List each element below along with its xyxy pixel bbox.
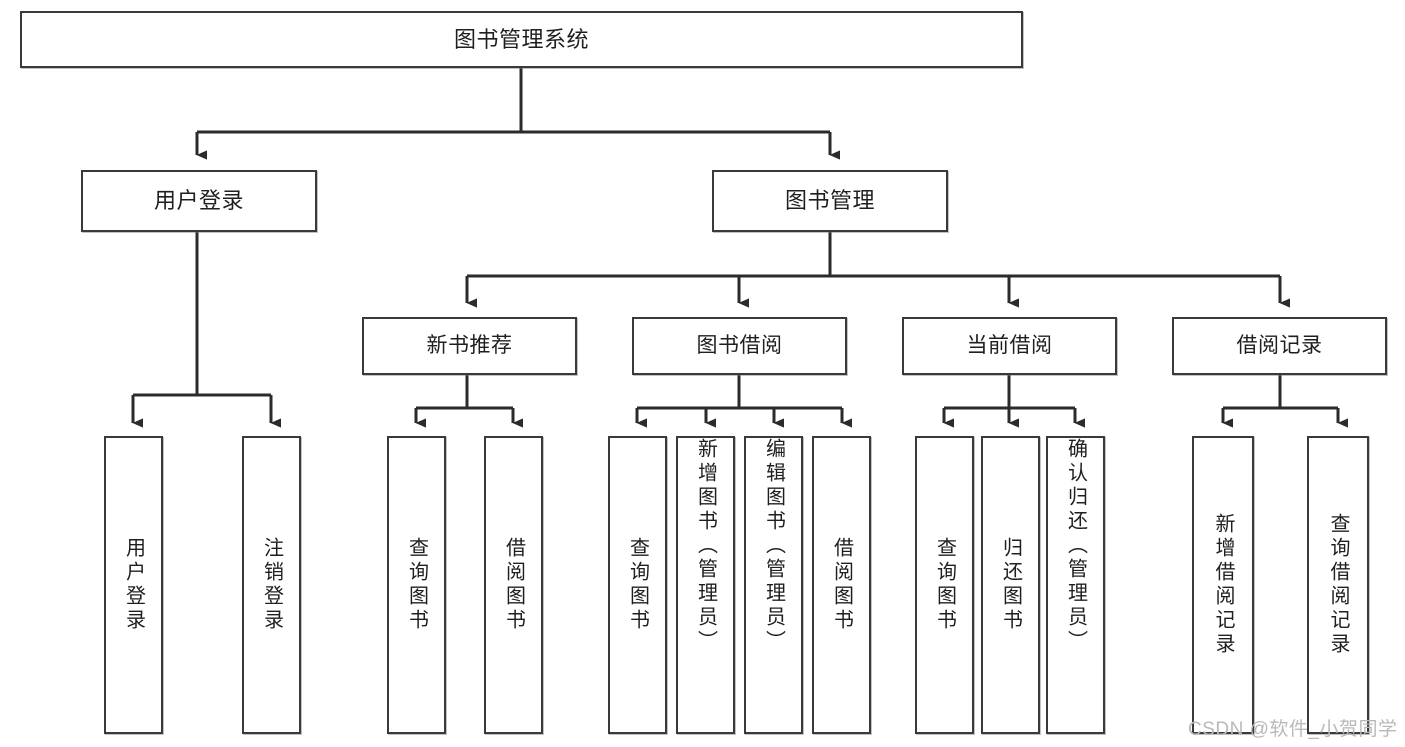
leaf-user-login-login[interactable]: 用户登录 — [104, 436, 163, 734]
leaf-user-login-logout[interactable]: 注销登录 — [242, 436, 301, 734]
leaf-borrow-query-book[interactable]: 查询图书 — [608, 436, 667, 734]
node-book-borrow[interactable]: 图书借阅 — [632, 317, 847, 375]
node-label: 借阅图书 — [502, 537, 525, 633]
node-label: 注销登录 — [260, 537, 283, 633]
leaf-borrow-add-book-admin[interactable]: 新增图书（管理员） — [676, 436, 735, 734]
leaf-record-add-record[interactable]: 新增借阅记录 — [1192, 436, 1254, 734]
node-label: 查询图书 — [405, 537, 428, 633]
node-label: 图书管理系统 — [453, 26, 589, 52]
node-current-borrow[interactable]: 当前借阅 — [902, 317, 1117, 375]
node-label: 新书推荐 — [426, 333, 513, 357]
node-book-management[interactable]: 图书管理 — [712, 170, 948, 232]
node-user-login[interactable]: 用户登录 — [81, 170, 317, 232]
node-label: 查询借阅记录 — [1327, 513, 1349, 657]
node-label: 查询图书 — [933, 537, 956, 633]
node-new-book-recommend[interactable]: 新书推荐 — [362, 317, 577, 375]
node-label: 新增借阅记录 — [1212, 513, 1234, 657]
leaf-borrow-edit-book-admin[interactable]: 编辑图书（管理员） — [744, 436, 803, 734]
node-label: 用户登录 — [122, 537, 145, 633]
node-label: 图书管理 — [784, 188, 875, 214]
node-label: 新增图书（管理员） — [694, 438, 717, 654]
leaf-current-query-book[interactable]: 查询图书 — [915, 436, 974, 734]
leaf-current-return-book[interactable]: 归还图书 — [981, 436, 1040, 734]
node-label: 用户登录 — [153, 188, 244, 214]
leaf-borrow-borrow-book[interactable]: 借阅图书 — [812, 436, 871, 734]
node-label: 编辑图书（管理员） — [762, 438, 785, 654]
node-borrow-record[interactable]: 借阅记录 — [1172, 317, 1387, 375]
node-root-system[interactable]: 图书管理系统 — [20, 11, 1023, 68]
node-label: 确认归还（管理员） — [1064, 438, 1087, 654]
node-label: 借阅图书 — [830, 537, 853, 633]
leaf-record-query-record[interactable]: 查询借阅记录 — [1307, 436, 1369, 734]
watermark-csdn: CSDN @软件_小贺同学 — [1188, 719, 1398, 740]
leaf-current-confirm-return-admin[interactable]: 确认归还（管理员） — [1046, 436, 1105, 734]
leaf-recommend-query-book[interactable]: 查询图书 — [387, 436, 446, 734]
node-label: 当前借阅 — [966, 333, 1053, 357]
leaf-recommend-borrow-book[interactable]: 借阅图书 — [484, 436, 543, 734]
node-label: 归还图书 — [999, 537, 1022, 633]
node-label: 图书借阅 — [696, 333, 783, 357]
node-label: 借阅记录 — [1236, 333, 1323, 357]
node-label: 查询图书 — [626, 537, 649, 633]
